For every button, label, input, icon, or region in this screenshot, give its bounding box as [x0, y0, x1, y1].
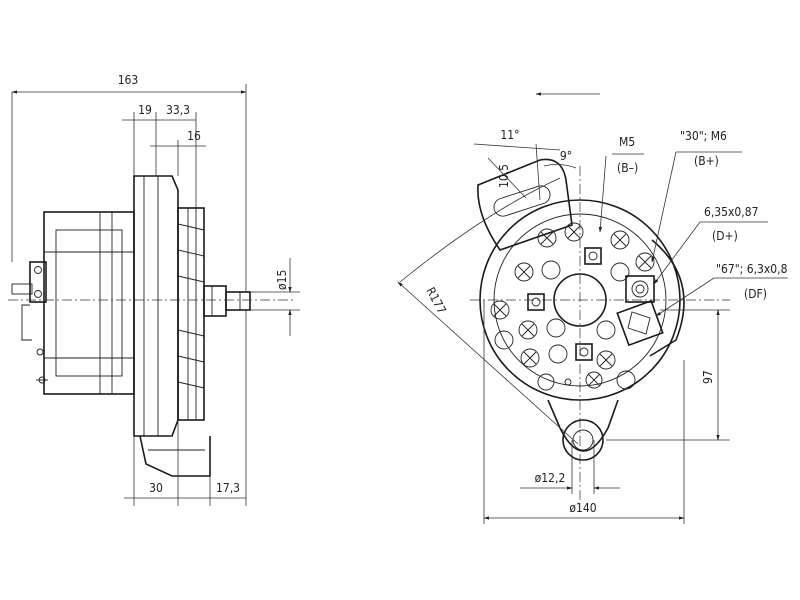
dim-30: 30	[149, 481, 163, 495]
dim-radius: R177	[423, 285, 449, 316]
dim-overall-length: 163	[118, 73, 139, 87]
label-b-plus: (B+)	[694, 154, 719, 168]
dim-17-3: 17,3	[216, 481, 240, 495]
side-view: 163 19 33,3 16 ø15 30 17,3	[8, 73, 300, 506]
dim-width-140: ø140	[569, 501, 596, 515]
dim-16: 16	[187, 129, 201, 143]
label-m5: M5	[619, 135, 635, 149]
dim-10-5: 10,5	[497, 164, 511, 188]
dim-shaft-diameter: ø15	[275, 270, 289, 290]
dim-angle-11: 11°	[500, 128, 519, 142]
dim-97: 97	[701, 370, 715, 384]
dim-angle-9: 9°	[560, 149, 572, 163]
label-b-minus: (B–)	[617, 161, 638, 175]
dim-hole-diameter: ø12,2	[535, 471, 566, 485]
label-67: "67"; 6,3x0,8	[716, 262, 788, 276]
vent-holes	[490, 222, 655, 391]
dim-33: 33,3	[166, 103, 190, 117]
label-df: (DF)	[744, 287, 767, 301]
front-view: R177 11° 10,5 9° M5 (B–) "30"; M6 (B+) 6…	[397, 92, 788, 524]
label-d-plus: (D+)	[712, 229, 738, 243]
dim-19: 19	[138, 103, 152, 117]
label-30-m6: "30"; M6	[680, 129, 727, 143]
label-6-35x0-87: 6,35x0,87	[704, 205, 758, 219]
